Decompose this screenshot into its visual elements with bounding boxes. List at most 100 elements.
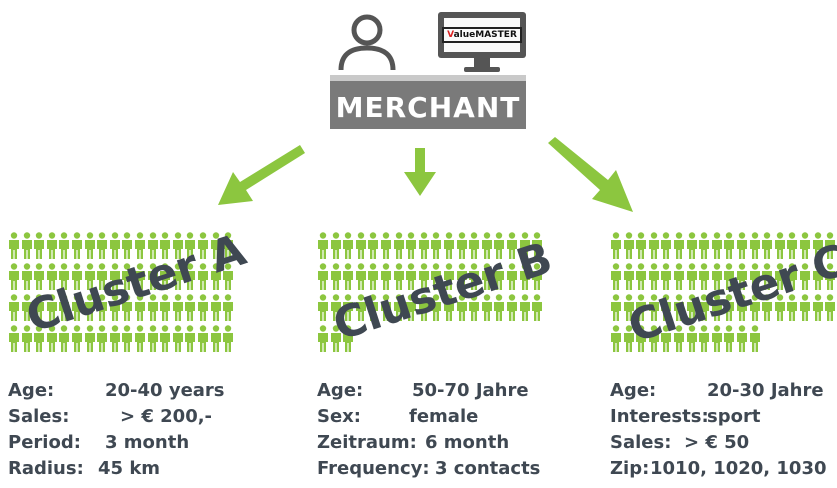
person-figure-icon	[380, 294, 392, 321]
person-figure-icon	[824, 294, 836, 321]
person-figure-icon	[71, 263, 83, 290]
person-figure-icon	[786, 232, 798, 259]
person-figure-icon	[506, 263, 518, 290]
person-figure-icon	[317, 232, 329, 259]
person-figure-icon	[749, 325, 761, 352]
person-figure-icon	[531, 263, 543, 290]
person-figure-icon	[330, 294, 342, 321]
person-figure-icon	[330, 232, 342, 259]
person-figure-icon	[342, 294, 354, 321]
person-figure-icon	[159, 294, 171, 321]
person-figure-icon	[184, 263, 196, 290]
person-figure-icon	[210, 263, 222, 290]
person-figure-icon	[46, 263, 58, 290]
person-figure-icon	[711, 232, 723, 259]
person-figure-icon	[506, 294, 518, 321]
person-figure-icon	[493, 294, 505, 321]
person-figure-icon	[774, 294, 786, 321]
person-figure-icon	[610, 294, 622, 321]
person-figure-icon	[761, 263, 773, 290]
person-figure-icon	[367, 263, 379, 290]
person-figure-icon	[46, 232, 58, 259]
person-figure-icon	[393, 294, 405, 321]
person-figure-icon	[799, 232, 811, 259]
person-figure-icon	[121, 325, 133, 352]
person-figure-icon	[71, 325, 83, 352]
person-figure-icon	[824, 263, 836, 290]
person-figure-icon	[711, 325, 723, 352]
person-figure-icon	[96, 325, 108, 352]
person-figure-icon	[723, 294, 735, 321]
person-figure-icon	[109, 232, 121, 259]
person-figure-icon	[673, 294, 685, 321]
person-figure-icon	[698, 263, 710, 290]
person-figure-icon	[121, 232, 133, 259]
person-figure-icon	[468, 294, 480, 321]
person-figure-icon	[736, 263, 748, 290]
person-figure-icon	[648, 263, 660, 290]
person-figure-icon	[380, 232, 392, 259]
person-figure-icon	[749, 294, 761, 321]
person-figure-icon	[418, 294, 430, 321]
person-figure-icon	[623, 232, 635, 259]
person-figure-icon	[405, 294, 417, 321]
person-figure-icon	[342, 232, 354, 259]
person-figure-icon	[736, 294, 748, 321]
person-figure-icon	[58, 263, 70, 290]
person-figure-icon	[519, 232, 531, 259]
person-figure-icon	[673, 263, 685, 290]
person-figure-icon	[33, 263, 45, 290]
person-figure-icon	[222, 294, 234, 321]
person-figure-icon	[686, 263, 698, 290]
person-figure-icon	[711, 294, 723, 321]
person-figure-icon	[8, 294, 20, 321]
person-figure-icon	[405, 263, 417, 290]
person-figure-icon	[222, 325, 234, 352]
person-figure-icon	[184, 325, 196, 352]
person-figure-icon	[493, 232, 505, 259]
person-figure-icon	[673, 232, 685, 259]
person-figure-icon	[147, 232, 159, 259]
person-figure-icon	[33, 325, 45, 352]
person-figure-icon	[109, 263, 121, 290]
person-figure-icon	[686, 294, 698, 321]
person-figure-icon	[648, 294, 660, 321]
person-figure-icon	[468, 263, 480, 290]
person-figure-icon	[342, 263, 354, 290]
person-figure-icon	[623, 294, 635, 321]
person-figure-icon	[222, 232, 234, 259]
person-figure-icon	[635, 325, 647, 352]
person-figure-icon	[330, 325, 342, 352]
person-figure-icon	[812, 263, 824, 290]
person-figure-icon	[456, 294, 468, 321]
person-figure-icon	[660, 263, 672, 290]
person-figure-icon	[660, 294, 672, 321]
person-figure-icon	[686, 232, 698, 259]
person-figure-icon	[355, 232, 367, 259]
person-figure-icon	[172, 294, 184, 321]
person-figure-icon	[380, 263, 392, 290]
person-figure-icon	[367, 294, 379, 321]
person-figure-icon	[33, 294, 45, 321]
person-figure-icon	[812, 232, 824, 259]
person-figure-icon	[134, 263, 146, 290]
person-figure-icon	[317, 294, 329, 321]
arrow-left-icon	[218, 145, 305, 205]
person-figure-icon	[84, 263, 96, 290]
person-figure-icon	[21, 325, 33, 352]
person-figure-icon	[506, 232, 518, 259]
person-figure-icon	[610, 263, 622, 290]
person-figure-icon	[210, 232, 222, 259]
person-figure-icon	[774, 232, 786, 259]
person-figure-icon	[443, 294, 455, 321]
person-figure-icon	[711, 263, 723, 290]
arrow-down-icon	[404, 148, 436, 196]
person-figure-icon	[84, 325, 96, 352]
person-figure-icon	[481, 294, 493, 321]
person-figure-icon	[134, 325, 146, 352]
person-figure-icon	[430, 232, 442, 259]
person-figure-icon	[673, 325, 685, 352]
person-figure-icon	[367, 232, 379, 259]
person-figure-icon	[635, 263, 647, 290]
